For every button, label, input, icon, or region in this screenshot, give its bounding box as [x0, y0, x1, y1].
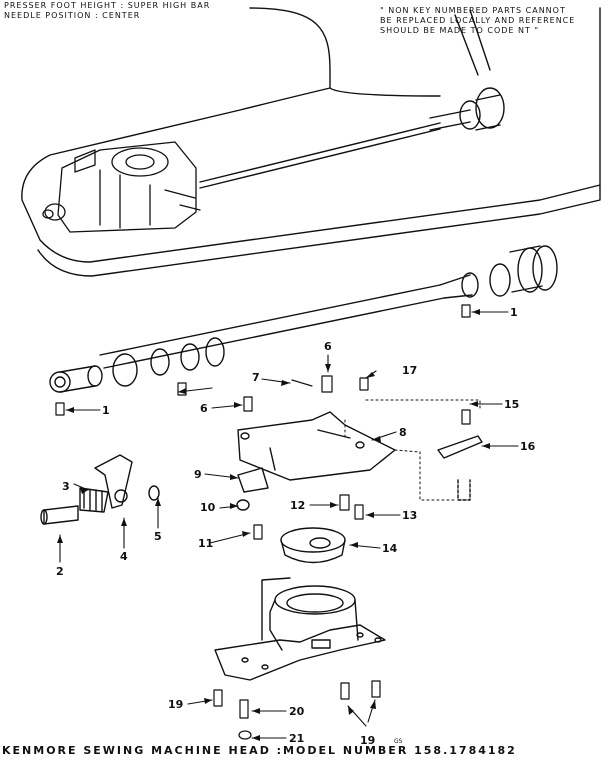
- presser-foot-height-note: PRESSER FOOT HEIGHT : SUPER HIGH BAR: [4, 1, 211, 10]
- diagram-footer: KENMORE SEWING MACHINE HEAD :MODEL NUMBE…: [2, 738, 517, 757]
- callout-leaders: [59, 311, 519, 739]
- bobbin-housing-base: [214, 577, 386, 681]
- header-notes-right: " NON KEY NUMBERED PARTS CANNOT BE REPLA…: [380, 6, 575, 36]
- hook-drive-shaft: [49, 245, 558, 393]
- callout-arrowheads: [57, 309, 490, 741]
- callout-20: 20: [289, 705, 305, 718]
- non-key-parts-note-line-3: SHOULD BE MADE TO CODE NT ": [380, 26, 540, 35]
- callout-21: 21: [289, 732, 304, 745]
- callout-15: 15: [504, 398, 519, 411]
- callout-2: 2: [56, 565, 64, 578]
- non-key-parts-note-line-2: BE REPLACED LOCALLY AND REFERENCE: [380, 16, 576, 25]
- callout-6a: 6: [324, 340, 332, 353]
- callout-7: 7: [252, 371, 260, 384]
- callout-14: 14: [382, 542, 398, 555]
- leader-lines: [344, 399, 481, 501]
- non-key-parts-note-line-1: " NON KEY NUMBERED PARTS CANNOT: [380, 6, 566, 15]
- callout-1b: 1: [102, 404, 110, 417]
- callout-19b: 19: [360, 734, 375, 747]
- feed-bracket-plate: [237, 411, 396, 481]
- callout-9: 9: [194, 468, 202, 481]
- callout-1a: 1: [510, 306, 518, 319]
- set-screws: [55, 304, 471, 740]
- hook-assembly-top: [42, 141, 201, 233]
- link-plate: [237, 467, 269, 493]
- crank-arm: [454, 9, 491, 76]
- machine-bed-outline: [21, 7, 601, 263]
- machine-bed-edge: [37, 184, 601, 277]
- crank-hub: [475, 87, 505, 129]
- callout-6b: 6: [200, 402, 208, 415]
- callout-16: 16: [520, 440, 536, 453]
- callout-numbers: 1 1 2 3 4 5 6 6 7 8 9 10 11 12 13 14 15 …: [56, 306, 536, 747]
- callout-3: 3: [62, 480, 70, 493]
- drawing-code: GS: [394, 738, 403, 745]
- callout-5: 5: [154, 530, 162, 543]
- callout-12: 12: [290, 499, 305, 512]
- feed-lever-assembly: [40, 454, 160, 525]
- bed-shaft: [199, 122, 441, 189]
- callout-8: 8: [399, 426, 407, 439]
- model-title: KENMORE SEWING MACHINE HEAD :MODEL NUMBE…: [2, 744, 517, 757]
- callout-4: 4: [120, 550, 128, 563]
- callout-13: 13: [402, 509, 417, 522]
- header-notes-left: PRESSER FOOT HEIGHT : SUPER HIGH BAR NEE…: [4, 1, 210, 21]
- spring-bracket: [437, 435, 483, 459]
- callout-11: 11: [198, 537, 213, 550]
- hex-nut: [236, 499, 250, 511]
- callout-17: 17: [402, 364, 417, 377]
- callout-10: 10: [200, 501, 216, 514]
- needle-position-note: NEEDLE POSITION : CENTER: [4, 11, 141, 20]
- callout-19a: 19: [168, 698, 183, 711]
- bobbin-case-cap: [280, 527, 346, 564]
